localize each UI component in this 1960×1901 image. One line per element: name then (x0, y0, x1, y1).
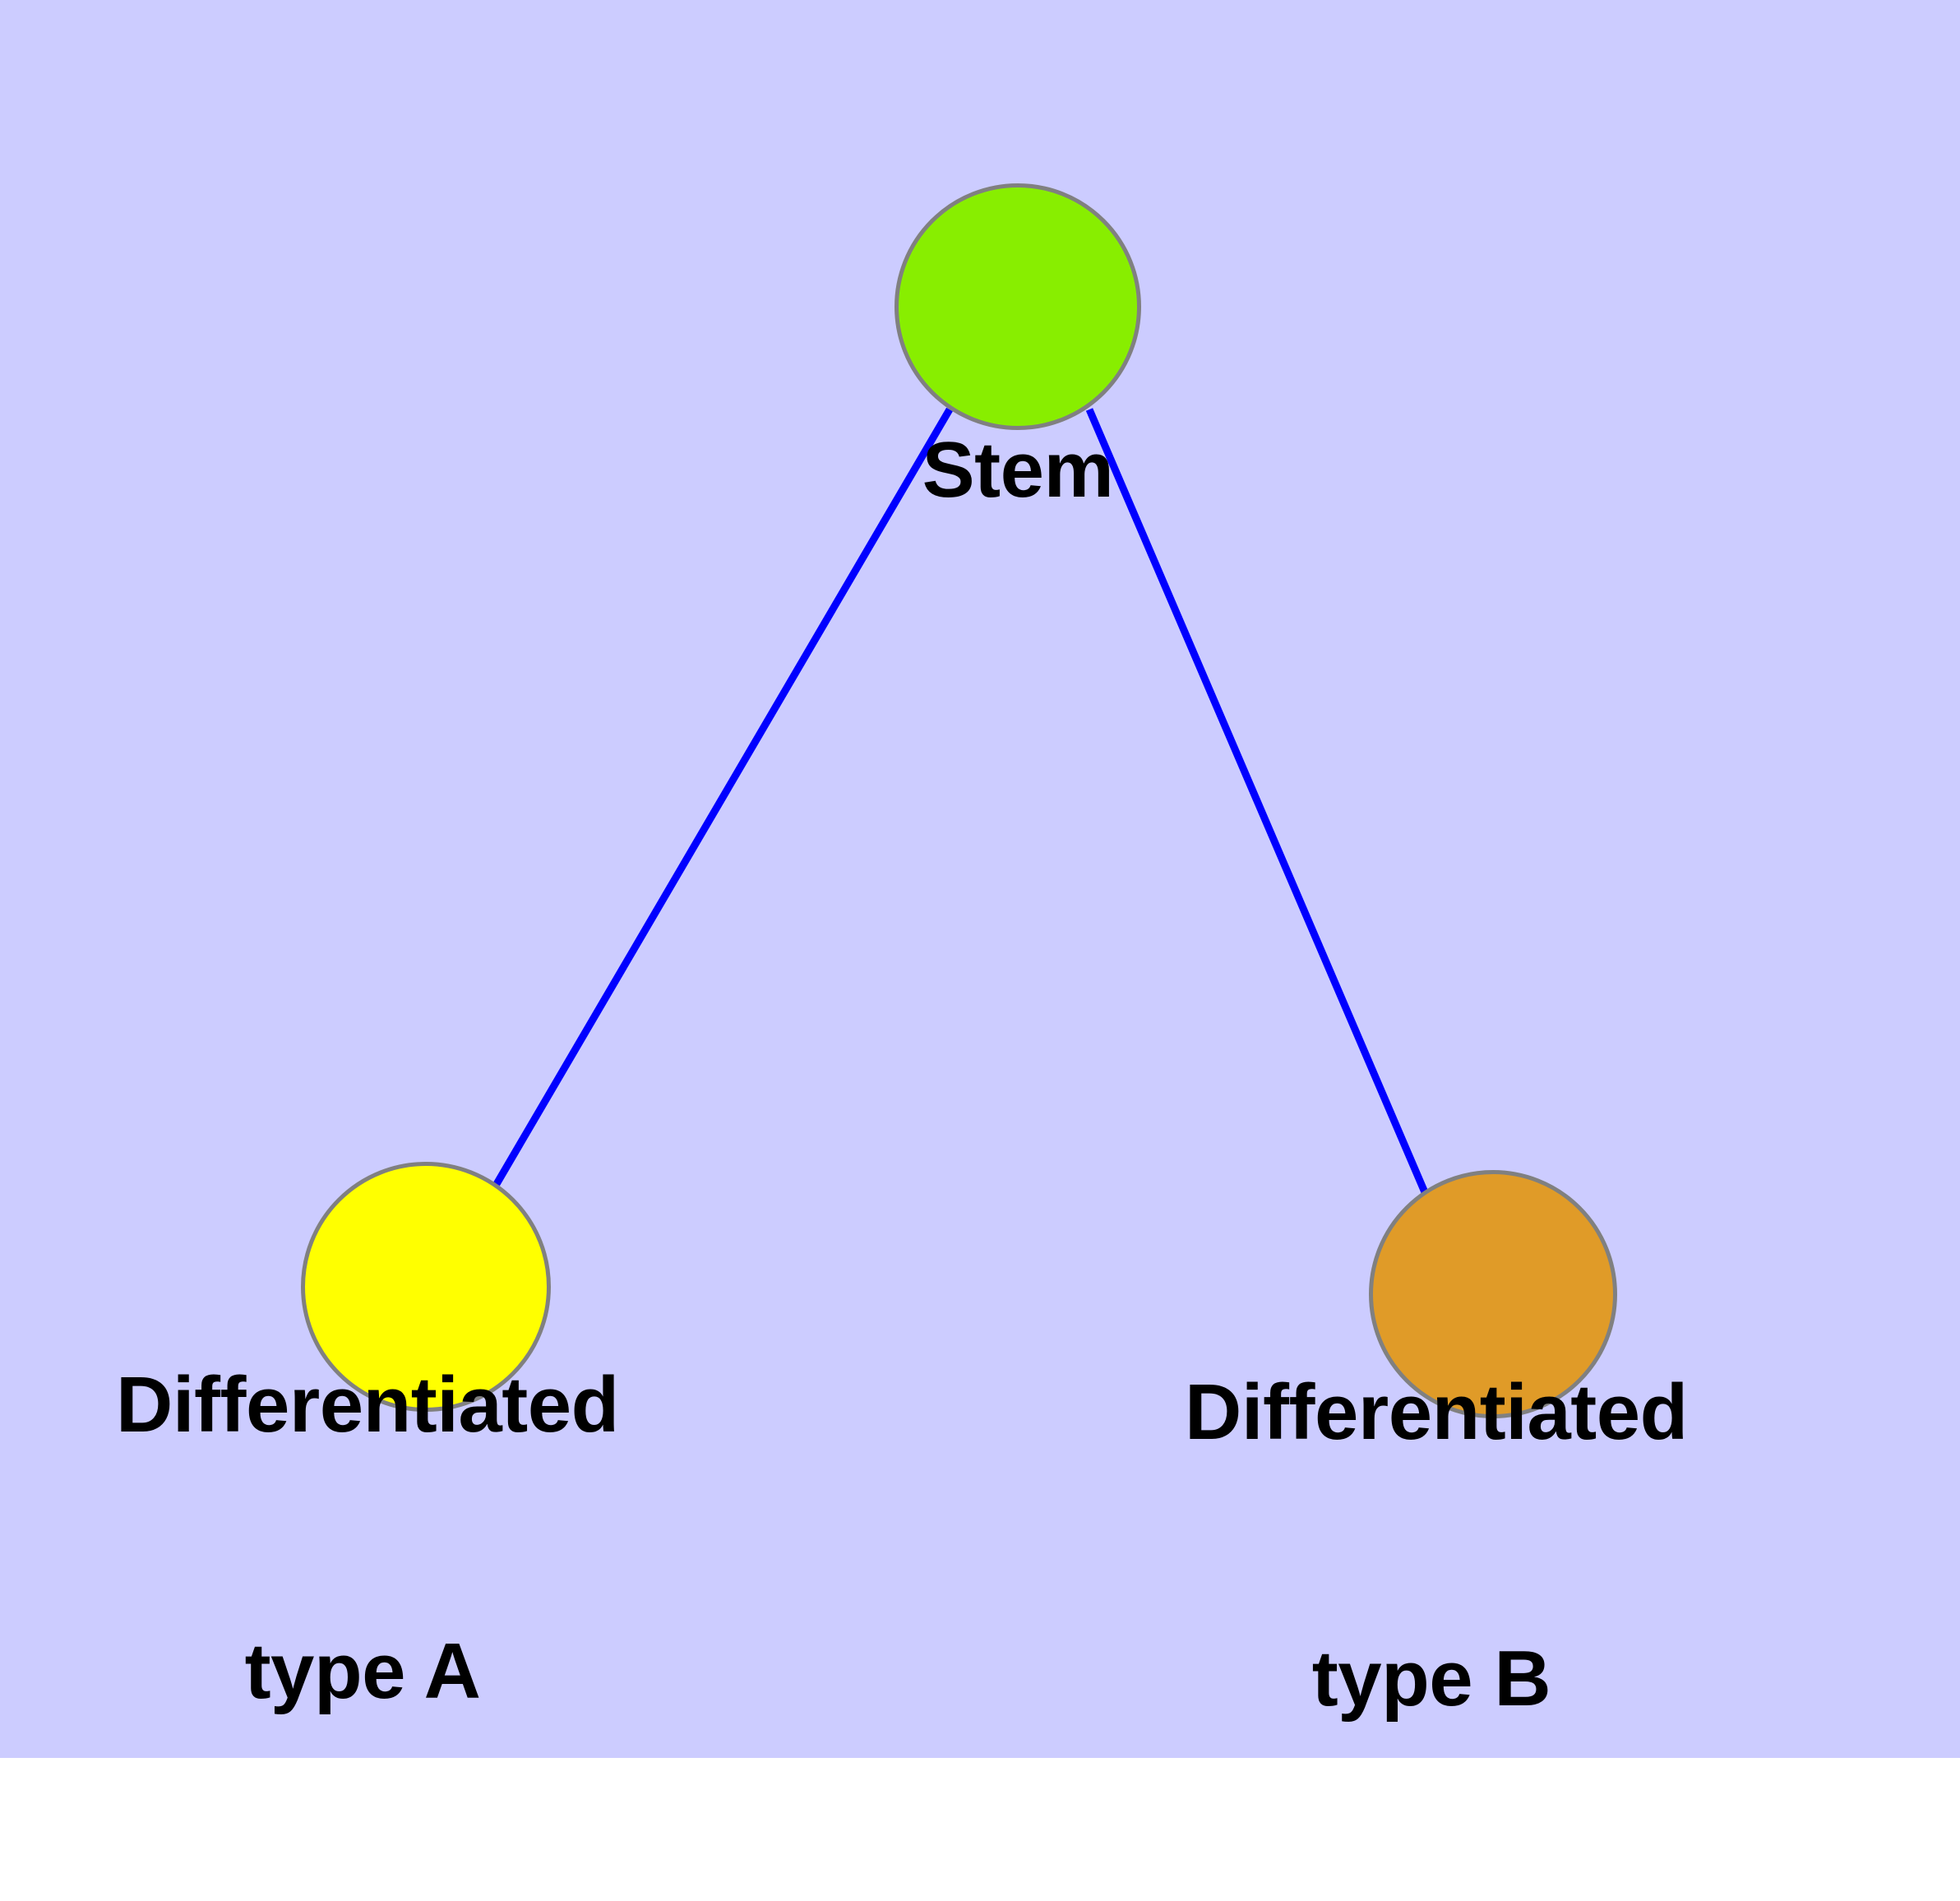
node-differentiated-type-a[interactable] (301, 1162, 551, 1412)
edge-stem-to-differentiated-type-a[interactable] (493, 407, 953, 1186)
edge-stem-to-differentiated-type-b[interactable] (1085, 408, 1429, 1194)
node-label-differentiated-type-b: Differentiated type B (1185, 1191, 1688, 1901)
node-label-diff-a-line2: type A (244, 1627, 481, 1715)
node-label-stem: Stem (771, 248, 1264, 692)
node-label-diff-b-line1: Differentiated (1185, 1368, 1688, 1456)
node-label-diff-a-line1: Differentiated (116, 1361, 619, 1449)
node-label-diff-b-line2: type B (1311, 1635, 1551, 1723)
node-differentiated-type-b[interactable] (1369, 1170, 1617, 1418)
node-stem[interactable] (894, 183, 1141, 430)
graph-canvas: Stem Differentiated type A Differentiate… (0, 0, 1960, 1758)
node-label-differentiated-type-a: Differentiated type A (116, 1183, 619, 1894)
node-label-stem-line1: Stem (922, 426, 1114, 514)
edge-layer (493, 407, 1429, 1194)
